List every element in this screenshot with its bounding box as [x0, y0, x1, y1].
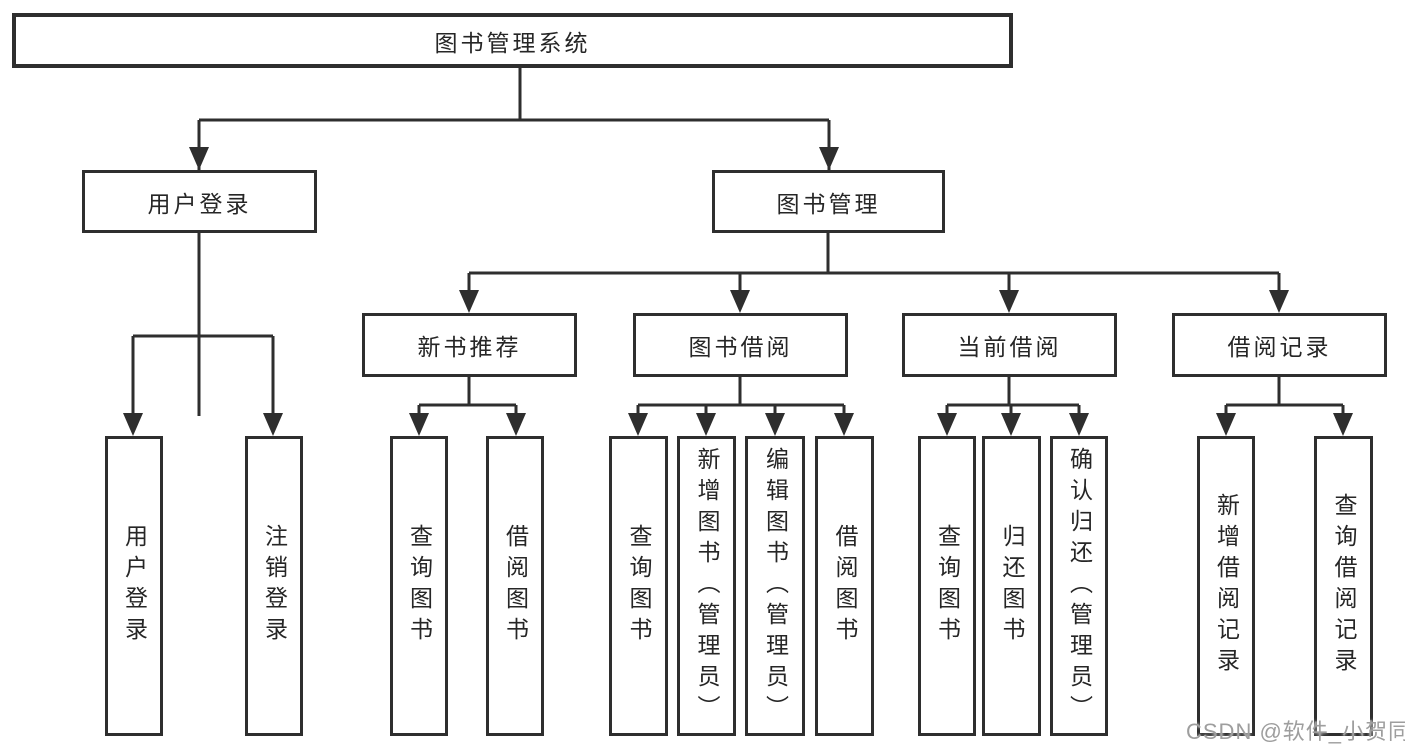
leaf-confirm-return-admin-label: 确认归还（管理员） — [1066, 446, 1093, 726]
watermark-text: CSDN @软件_小贺同学 — [1186, 719, 1405, 744]
leaf-logout-label: 注销登录 — [261, 524, 288, 648]
leaf-confirm-return-admin: 确认归还（管理员） — [1050, 436, 1108, 736]
leaf-return-book: 归还图书 — [982, 436, 1041, 736]
leaf-query-borrow-record: 查询借阅记录 — [1314, 436, 1373, 736]
node-book-management-branch: 图书管理 — [712, 170, 945, 233]
node-current-borrowing-label: 当前借阅 — [957, 334, 1062, 360]
leaf-query-book-borrowing-label: 查询图书 — [626, 524, 652, 648]
node-book-borrowing-label: 图书借阅 — [688, 334, 793, 360]
node-library-management-system-label: 图书管理系统 — [434, 29, 591, 56]
leaf-add-borrow-record: 新增借阅记录 — [1197, 436, 1255, 736]
leaf-borrow-book-recommend: 借阅图书 — [486, 436, 544, 736]
connector-lines — [131, 66, 1345, 418]
leaf-add-book-admin: 新增图书（管理员） — [677, 436, 736, 736]
leaf-logout: 注销登录 — [245, 436, 303, 736]
leaf-borrow-book: 借阅图书 — [815, 436, 874, 736]
node-book-management-branch-label: 图书管理 — [776, 190, 881, 217]
leaf-borrow-book-label: 借阅图书 — [832, 524, 858, 648]
node-new-book-recommend-label: 新书推荐 — [417, 334, 522, 360]
leaf-add-book-admin-label: 新增图书（管理员） — [694, 446, 720, 726]
node-new-book-recommend: 新书推荐 — [362, 313, 577, 377]
leaf-query-book-current-label: 查询图书 — [934, 524, 961, 648]
leaf-return-book-label: 归还图书 — [999, 524, 1025, 648]
arrowhead-icons — [123, 147, 1353, 436]
leaf-edit-book-admin-label: 编辑图书（管理员） — [762, 446, 789, 726]
leaf-user-login: 用户登录 — [105, 436, 163, 736]
leaf-edit-book-admin: 编辑图书（管理员） — [745, 436, 805, 736]
leaf-query-book-recommend-label: 查询图书 — [406, 524, 433, 648]
node-current-borrowing: 当前借阅 — [902, 313, 1117, 377]
node-book-borrowing: 图书借阅 — [633, 313, 848, 377]
node-borrow-records-label: 借阅记录 — [1227, 334, 1332, 360]
leaf-query-book-current: 查询图书 — [918, 436, 976, 736]
leaf-add-borrow-record-label: 新增借阅记录 — [1213, 493, 1240, 679]
leaf-borrow-book-recommend-label: 借阅图书 — [502, 524, 529, 648]
node-borrow-records: 借阅记录 — [1172, 313, 1387, 377]
leaf-query-book-recommend: 查询图书 — [390, 436, 448, 736]
node-library-management-system: 图书管理系统 — [12, 13, 1013, 68]
leaf-query-borrow-record-label: 查询借阅记录 — [1331, 493, 1357, 679]
leaf-user-login-label: 用户登录 — [121, 524, 148, 648]
node-user-login-branch-label: 用户登录 — [147, 190, 252, 217]
leaf-query-book-borrowing: 查询图书 — [609, 436, 668, 736]
node-user-login-branch: 用户登录 — [82, 170, 317, 233]
